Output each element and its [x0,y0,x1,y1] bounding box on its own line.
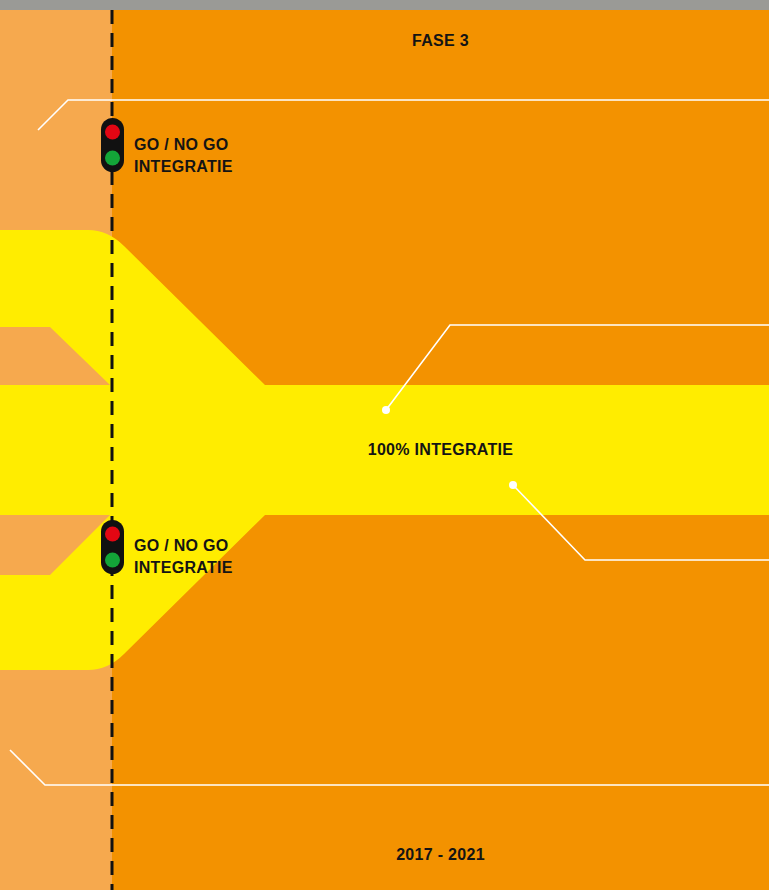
traffic-light [101,118,124,172]
phase-heading: FASE 3 [112,30,769,52]
leader-line [386,325,769,410]
traffic-light [101,520,124,574]
band-label: 100% INTEGRATIE [368,441,514,459]
decision-label: GO / NO GO INTEGRATIE [134,535,294,579]
leader-lines [10,100,769,785]
photo-strip [0,0,769,10]
integration-band: 100% INTEGRATIE [112,385,769,515]
period-label: 2017 - 2021 [112,844,769,866]
leader-line [513,485,769,560]
leader-dot [509,481,517,489]
leader-line [38,100,769,130]
leader-dot [382,406,390,414]
decision-label: GO / NO GO INTEGRATIE [134,134,294,178]
integration-funnel [0,230,769,670]
leader-line [10,750,769,785]
